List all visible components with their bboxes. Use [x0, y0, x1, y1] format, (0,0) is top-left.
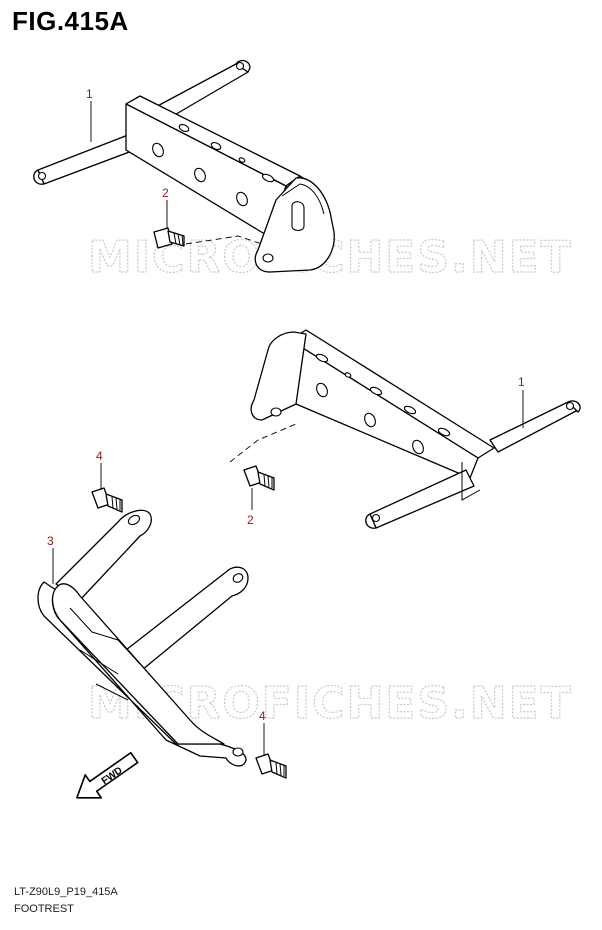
- footrest-bracket-lower[interactable]: [250, 329, 581, 529]
- bolt-upper[interactable]: [153, 227, 185, 249]
- bolt-guard-lower[interactable]: [255, 753, 287, 779]
- callout-1-upper: 1: [86, 87, 93, 101]
- callout-4-lower: 4: [259, 709, 266, 723]
- footrest-guard[interactable]: [37, 509, 249, 767]
- figure-title: FIG.415A: [12, 6, 129, 36]
- callout-3: 3: [47, 534, 54, 548]
- figure-code: LT-Z90L9_P19_415A: [14, 886, 118, 898]
- figure-caption: FOOTREST: [14, 903, 74, 915]
- callout-2-upper: 2: [162, 186, 169, 200]
- callout-4-upper: 4: [96, 449, 103, 463]
- callout-2-lower: 2: [247, 513, 254, 527]
- fwd-arrow-icon: FWD: [76, 751, 139, 799]
- bolt-lower[interactable]: [243, 465, 275, 491]
- callout-1-lower: 1: [518, 375, 525, 389]
- footrest-bracket-upper[interactable]: [33, 59, 335, 273]
- bolt-guard-upper[interactable]: [91, 487, 123, 513]
